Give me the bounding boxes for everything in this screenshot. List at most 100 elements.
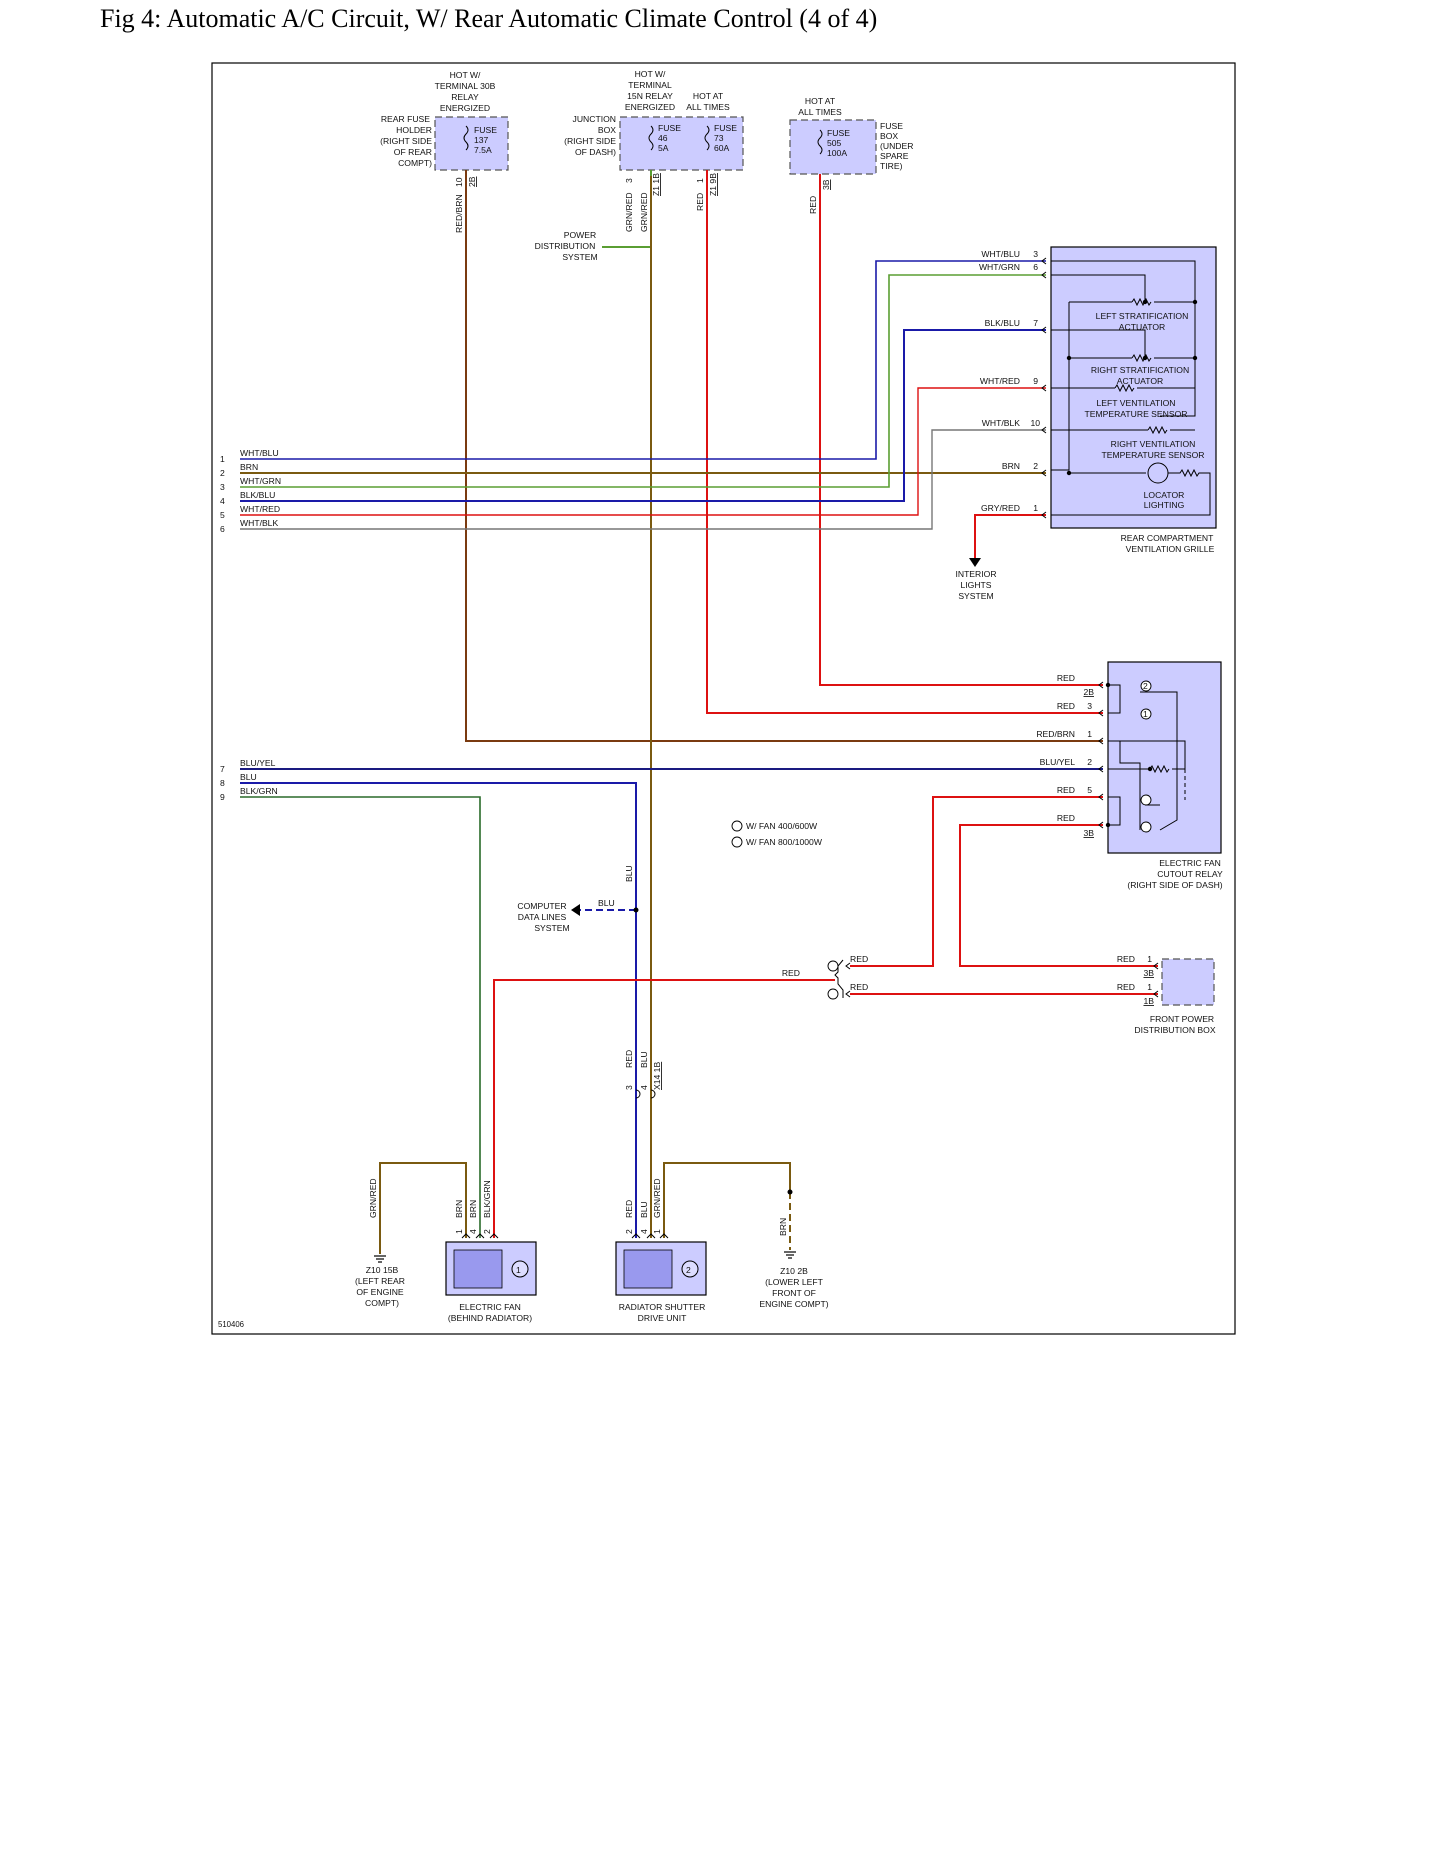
label-z102b: Z10 2B (780, 1266, 808, 1276)
wire-label: RED (624, 1050, 634, 1068)
wire-label: BLU (624, 865, 634, 882)
label-rcvg: REAR COMPARTMENT (1121, 533, 1215, 543)
wire-label: RED (850, 982, 868, 992)
label-hot-at-all-times: ALL TIMES (686, 102, 730, 112)
label-fuse137: 137 (474, 135, 489, 145)
wire-label: WHT/BLU (981, 249, 1020, 259)
label-z1015b: Z10 15B (366, 1265, 399, 1275)
fuse-symbols (463, 125, 823, 155)
wire-label: BLK/BLU (985, 318, 1020, 328)
connector-label: 3 (220, 482, 225, 492)
junction-box (619, 116, 744, 171)
callout-number: 1 (1143, 709, 1148, 719)
label-fuse46: 5A (658, 143, 669, 153)
wire-label: BLK/BLU (240, 490, 275, 500)
connector-label: 1 (1147, 954, 1152, 964)
label-fuse73: 73 (714, 133, 724, 143)
arrow-interior-lights (969, 558, 981, 567)
label-hot15n: HOT W/ (635, 69, 666, 79)
wire-label: BRN (454, 1200, 464, 1218)
label-fuse46: FUSE (658, 123, 681, 133)
label-efcr: ELECTRIC FAN (1159, 858, 1221, 868)
wire-label: RED (1057, 813, 1075, 823)
label-electric-fan: ELECTRIC FAN (459, 1302, 521, 1312)
label-hot-at-all-times: HOT AT (805, 96, 836, 106)
label-hot15n: TERMINAL (628, 80, 672, 90)
wire-label: BLU/YEL (1040, 757, 1076, 767)
label-efcr: CUTOUT RELAY (1157, 869, 1223, 879)
label-ils: LIGHTS (960, 580, 991, 590)
connector-label: 1 (1087, 729, 1092, 739)
wire-label: BRN (1002, 461, 1020, 471)
label-cdl: DATA LINES (518, 912, 567, 922)
wire-red-relay5 (850, 796, 1103, 967)
motor-label: 2 (686, 1265, 691, 1275)
connector-label: 3 (624, 178, 634, 183)
label-rear-fuse-holder: COMPT) (398, 158, 432, 168)
diagram-frame (211, 62, 1236, 1335)
wire-red-fuse73 (706, 170, 1103, 714)
wire-label: RED (1117, 954, 1135, 964)
wire-brn-ground1 (379, 1162, 467, 1254)
connector-label: 2 (624, 1229, 634, 1234)
wire-wht-grn (240, 274, 1046, 488)
connector-label: 9 (220, 792, 225, 802)
wire-label: RED (1117, 982, 1135, 992)
connector-label: 1 (695, 178, 705, 183)
label-fuse-box: FUSE (880, 121, 903, 131)
label-fuse73: 60A (714, 143, 730, 153)
motor-symbols (453, 1249, 699, 1289)
label-rsdu: DRIVE UNIT (638, 1313, 687, 1323)
label-electric-fan: (BEHIND RADIATOR) (448, 1313, 532, 1323)
label-junction-box: OF DASH) (575, 147, 616, 157)
connector-label: 7 (1033, 318, 1038, 328)
connector-label: 4 (220, 496, 225, 506)
ground-symbols (374, 1251, 796, 1263)
connector-label: 2B (467, 176, 477, 187)
connector-label: 3B (1143, 968, 1154, 978)
rear-fuse-holder (434, 116, 509, 171)
splice-blu (633, 907, 639, 913)
wire-wht-blk (240, 429, 1046, 530)
wire-label: WHT/RED (980, 376, 1020, 386)
label-fuse73: FUSE (714, 123, 737, 133)
wire-red-brn-fuse137 (465, 170, 1103, 742)
label-rsdu: RADIATOR SHUTTER (619, 1302, 706, 1312)
wire-label: BLK/GRN (240, 786, 278, 796)
connector-label: 8 (220, 778, 225, 788)
wire-label: RED (695, 193, 705, 211)
relay-internals (1108, 684, 1186, 831)
wire-label: WHT/GRN (240, 476, 281, 486)
label-z102b: ENGINE COMPT) (759, 1299, 828, 1309)
connector-label: 1 (1147, 982, 1152, 992)
label-hot30b: ENERGIZED (440, 103, 490, 113)
label-rear-fuse-holder: (RIGHT SIDE (380, 136, 432, 146)
label-hot-at-all-times: HOT AT (693, 91, 724, 101)
connector-label: 2 (1033, 461, 1038, 471)
callout-circles (731, 680, 1152, 1000)
wire-label: RED (808, 196, 818, 214)
diagram-id: 510406 (218, 1320, 244, 1329)
wire-label: GRN/RED (624, 192, 634, 232)
label-z1015b: OF ENGINE (356, 1287, 404, 1297)
label-fuse505: 100A (827, 148, 847, 158)
wire-brn-ground2 (663, 1162, 791, 1238)
label-rear-fuse-holder: HOLDER (396, 125, 432, 135)
wire-label: BLU (639, 1201, 649, 1218)
connector-label: 10 (454, 177, 464, 187)
label-locator: LOCATOR (1144, 490, 1185, 500)
connector-label: X14 1B (652, 1062, 662, 1090)
wire-blu (240, 782, 637, 1238)
label-pds: POWER (564, 230, 596, 240)
connector-label: 1 (1033, 503, 1038, 513)
callout-number: 2 (1143, 681, 1148, 691)
label-hot15n: ENERGIZED (625, 102, 675, 112)
label-cdl: SYSTEM (534, 923, 569, 933)
wire-label: WHT/BLK (982, 418, 1020, 428)
page-title: Fig 4: Automatic A/C Circuit, W/ Rear Au… (100, 4, 878, 33)
connector-label: 4 (639, 1085, 649, 1090)
label-fan-800: W/ FAN 800/1000W (746, 837, 823, 847)
wire-label: GRN/RED (652, 1178, 662, 1218)
label-rsa: RIGHT STRATIFICATION (1091, 365, 1189, 375)
